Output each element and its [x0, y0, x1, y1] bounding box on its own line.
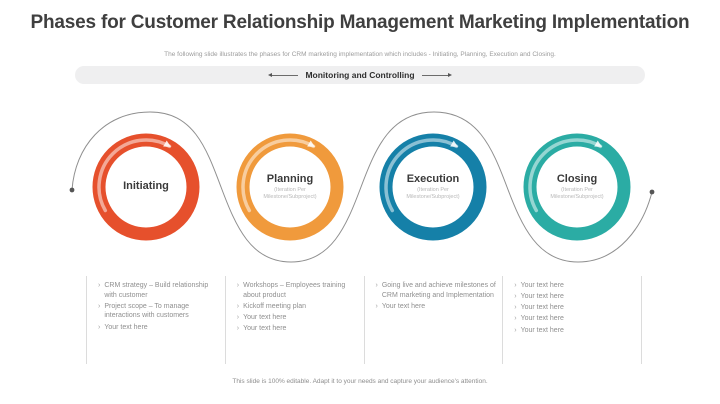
phase-name: Closing	[556, 173, 598, 186]
arrow-left-icon	[268, 73, 299, 77]
column-planning: ›Workshops – Employees training about pr…	[224, 276, 364, 364]
chevron-bullet-icon: ›	[98, 282, 101, 289]
list-item: ›Your text here	[514, 304, 564, 312]
page-title: Phases for Customer Relationship Managem…	[30, 12, 690, 33]
arrow-right-icon	[421, 73, 452, 77]
list-item: ›Your text here	[514, 293, 564, 301]
chevron-bullet-icon: ›	[98, 302, 101, 310]
chevron-bullet-icon: ›	[236, 325, 240, 333]
ring-icon	[523, 133, 631, 241]
chevron-bullet-icon: ›	[514, 326, 517, 334]
list-item: ›Your text here	[98, 323, 148, 331]
list-item: ›Going live and achieve milestones of CR…	[375, 282, 496, 299]
chevron-bullet-icon: ›	[98, 323, 101, 331]
banner-label: Monitoring and Controlling	[305, 70, 415, 80]
chevron-bullet-icon: ›	[375, 282, 378, 289]
ring-icon	[92, 133, 200, 241]
phase-name: Planning	[266, 173, 314, 186]
slide-subtitle: The following slide illustrates the phas…	[164, 51, 556, 58]
list-item: ›Kickoff meeting plan	[236, 302, 307, 310]
list-item: ›Project scope – To manage interactions …	[98, 302, 190, 320]
footer-note: This slide is 100% editable. Adapt it to…	[232, 378, 488, 385]
chevron-bullet-icon: ›	[375, 302, 378, 310]
chevron-bullet-icon: ›	[236, 313, 240, 321]
phase-subtitle: (Iteration Per Milestone/Subproject)	[550, 187, 604, 201]
list-item: ›Your text here	[236, 313, 287, 321]
monitoring-banner: Monitoring and Controlling	[75, 66, 645, 84]
chevron-bullet-icon: ›	[514, 293, 517, 301]
ring-icon	[236, 133, 344, 241]
column-initiating: ›CRM strategy – Build relationship with …	[86, 276, 225, 364]
list-item: ›Your text here	[236, 325, 287, 333]
list-item: ›CRM strategy – Build relationship with …	[98, 282, 209, 299]
chevron-bullet-icon: ›	[236, 282, 240, 289]
phase-circle-initiating: Initiating	[86, 127, 206, 247]
column-execution: ›Going live and achieve milestones of CR…	[363, 276, 503, 364]
column-closing: ›Your text here ›Your text here ›Your te…	[502, 276, 641, 364]
phase-circle-closing: Closing (Iteration Per Milestone/Subproj…	[517, 127, 637, 247]
list-item: ›Your text here	[514, 315, 564, 323]
chevron-bullet-icon: ›	[514, 282, 517, 289]
list-item: ›Your text here	[375, 302, 426, 310]
phase-subtitle: (Iteration Per Milestone/Subproject)	[263, 187, 317, 201]
chevron-bullet-icon: ›	[236, 302, 240, 310]
list-item: ›Your text here	[514, 326, 564, 334]
phase-name: Execution	[406, 173, 460, 186]
phase-name: Initiating	[123, 179, 169, 192]
list-item: ›Your text here	[514, 282, 564, 289]
list-item: ›Workshops – Employees training about pr…	[236, 282, 346, 299]
phase-detail-columns: ›CRM strategy – Build relationship with …	[86, 276, 642, 364]
phase-circle-execution: Execution (Iteration Per Milestone/Subpr…	[373, 127, 493, 247]
chevron-bullet-icon: ›	[514, 304, 517, 312]
chevron-bullet-icon: ›	[514, 315, 517, 323]
phase-circle-planning: Planning (Iteration Per Milestone/Subpro…	[230, 127, 350, 247]
phase-subtitle: (Iteration Per Milestone/Subproject)	[406, 187, 460, 201]
ring-icon	[379, 133, 487, 241]
